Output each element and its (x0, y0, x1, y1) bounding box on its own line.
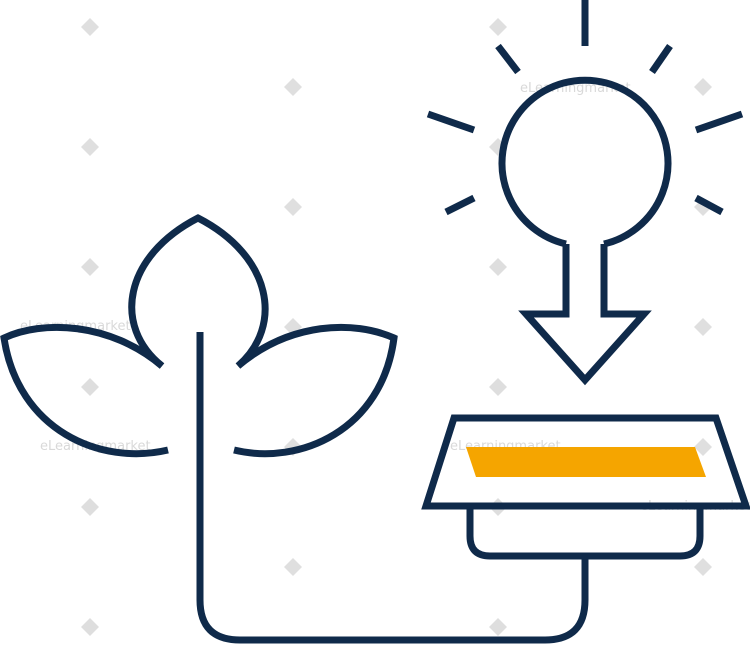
plant-right-leaf (233, 323, 398, 458)
watermark-diamond (81, 138, 99, 156)
watermark-diamond (81, 498, 99, 516)
watermark-diamond (489, 378, 507, 396)
sun-ray (495, 43, 521, 75)
sun-ray (694, 194, 724, 216)
watermark-diamond (694, 318, 712, 336)
sun-icon (426, 0, 744, 248)
watermark-diamond (81, 18, 99, 36)
panel-frame (421, 414, 750, 510)
watermark-diamond (81, 378, 99, 396)
sun-ray (426, 110, 476, 134)
panel-cell-fill (466, 447, 706, 477)
watermark-diamond (81, 258, 99, 276)
watermark-diamond (81, 618, 99, 636)
sun-ray (444, 194, 476, 216)
watermark-diamond (489, 258, 507, 276)
watermark-diamonds (81, 18, 712, 636)
watermark-diamond (489, 618, 507, 636)
sun-ray (694, 110, 744, 134)
watermark-diamond (284, 78, 302, 96)
watermark-diamond (284, 198, 302, 216)
watermark-diamond (284, 558, 302, 576)
sun-ray (649, 44, 673, 74)
plant-icon (0, 214, 398, 458)
connection-cable (196, 332, 589, 644)
down-arrow-icon (518, 244, 652, 386)
watermark-diamond (694, 438, 712, 456)
watermark-diamond (694, 78, 712, 96)
sun-circle (498, 76, 672, 248)
watermark-diamond (694, 558, 712, 576)
watermark-diamond (489, 18, 507, 36)
plant-center-leaf (128, 214, 269, 369)
plant-left-leaf (0, 323, 169, 458)
